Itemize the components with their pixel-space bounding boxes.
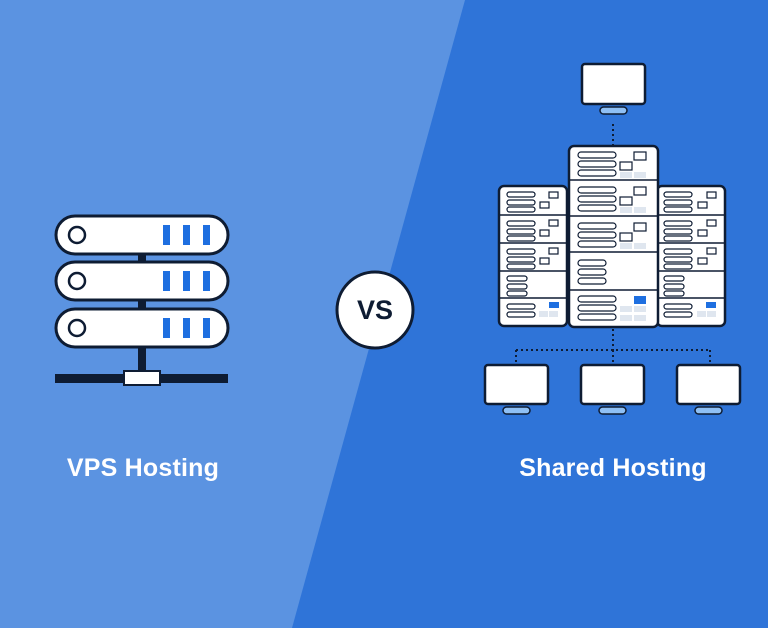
- power-led-icon: [67, 318, 87, 338]
- server-unit-3: [54, 307, 230, 349]
- top-client-monitor-icon: [580, 62, 647, 146]
- power-led-icon: [67, 225, 87, 245]
- network-links: [515, 329, 711, 362]
- vs-label: VS: [356, 295, 394, 325]
- server-rack-center: [567, 144, 660, 329]
- shared-server-cluster-icon: [483, 62, 742, 415]
- network-connector: [123, 370, 161, 386]
- client-monitor-icon: [675, 363, 742, 415]
- server-unit-2: [54, 260, 230, 302]
- vs-badge: [335, 270, 415, 350]
- vps-server-icon: [54, 214, 230, 386]
- server-unit-1: [54, 214, 230, 256]
- power-led-icon: [67, 271, 87, 291]
- server-rack-right: [655, 184, 727, 328]
- left-background: [0, 0, 465, 628]
- vps-hosting-title: VPS Hosting: [66, 454, 220, 482]
- client-monitor-icon: [579, 363, 646, 415]
- shared-hosting-title: Shared Hosting: [519, 454, 707, 482]
- client-monitor-icon: [483, 363, 550, 415]
- server-rack-left: [497, 184, 569, 328]
